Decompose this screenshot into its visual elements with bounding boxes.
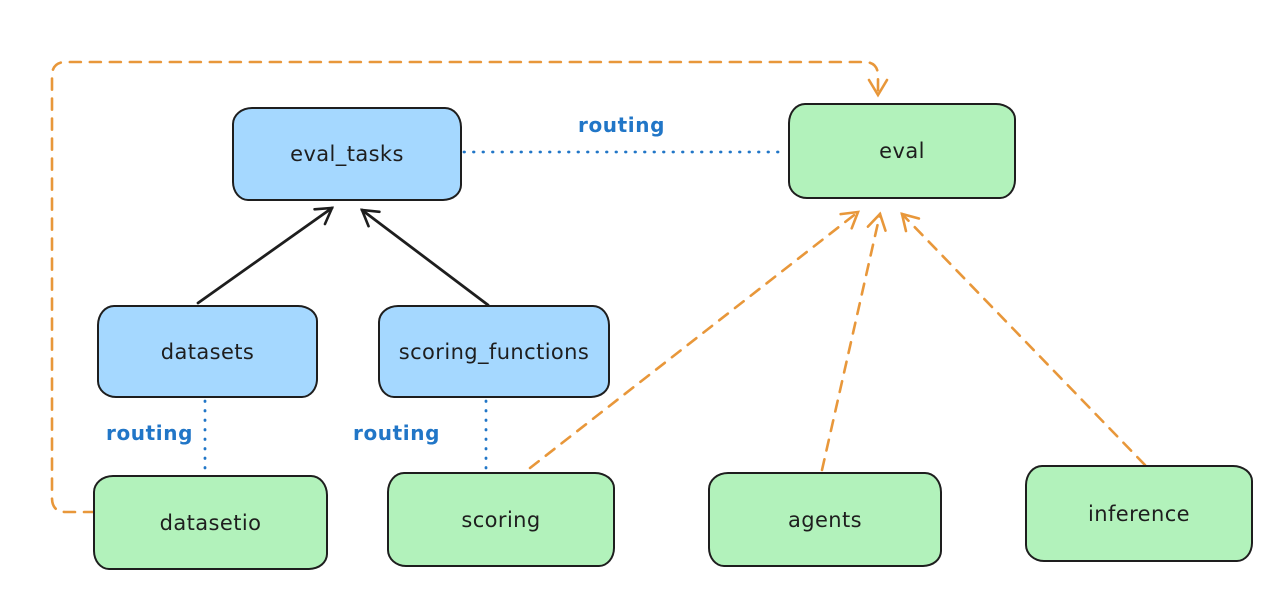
node-eval-tasks-label: eval_tasks (290, 142, 404, 166)
node-scoring: scoring (387, 472, 615, 567)
node-datasets-label: datasets (160, 339, 255, 364)
node-inference: inference (1025, 465, 1253, 562)
node-agents-label: agents (787, 507, 862, 532)
node-inference-label: inference (1088, 501, 1190, 526)
edge-label-routing-scoring-functions-scoring: routing (353, 421, 441, 445)
node-scoring-functions-label: scoring_functions (398, 339, 590, 364)
node-eval-label: eval (879, 139, 925, 163)
edge-scoring-to-eval (528, 210, 860, 470)
node-eval: eval (788, 103, 1016, 199)
edge-label-routing-eval-tasks-eval: routing (578, 113, 666, 137)
node-scoring-functions: scoring_functions (378, 305, 610, 398)
node-eval-tasks: eval_tasks (232, 107, 462, 201)
node-datasets: datasets (97, 305, 318, 398)
edge-datasetio-to-eval (50, 60, 889, 514)
node-datasetio: datasetio (93, 475, 328, 570)
node-scoring-label: scoring (461, 507, 541, 532)
edge-datasets-to-eval-tasks (196, 206, 335, 305)
edge-label-routing-datasets-datasetio: routing (106, 421, 194, 445)
node-datasetio-label: datasetio (159, 510, 262, 535)
node-agents: agents (708, 472, 942, 567)
edge-agents-to-eval (820, 211, 887, 472)
edge-scoring-functions-to-eval-tasks (359, 208, 490, 307)
edge-inference-to-eval (900, 212, 1147, 467)
